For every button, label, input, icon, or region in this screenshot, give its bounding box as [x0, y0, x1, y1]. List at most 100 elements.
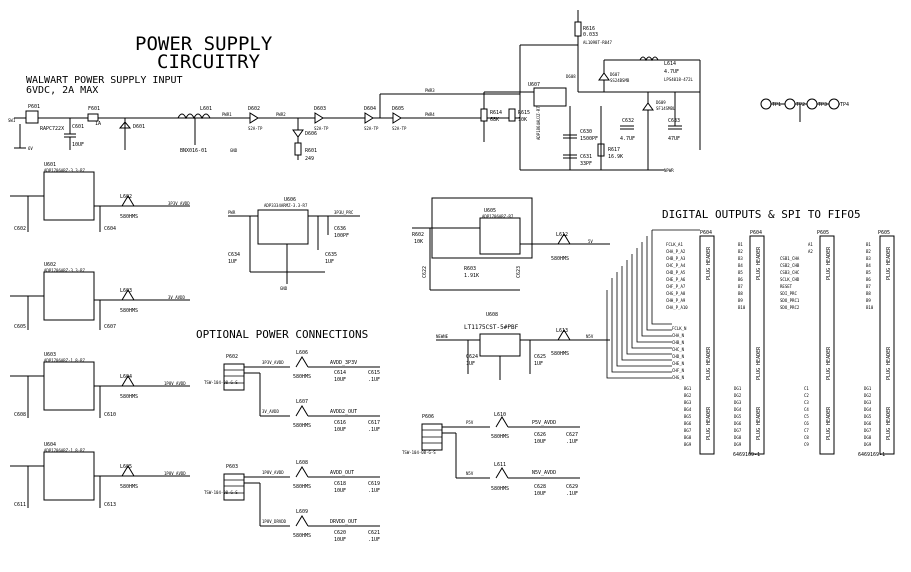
u602-part: ADP1706ARZ-3.3-R7	[44, 268, 86, 273]
net-b2: CHB_N	[672, 340, 685, 345]
p606-net-n5v: N5V	[466, 471, 474, 476]
pin-e7: C8	[804, 435, 809, 440]
net-b3: CHC_N	[672, 347, 685, 352]
l606-net-in: 3P3V_AVDD	[262, 360, 284, 365]
r603-val: 1.91K	[464, 273, 479, 279]
opt-row-l609: 1P8V_DRVDD L609 580HMS DRVDD_OUT C620 10…	[262, 509, 380, 543]
c625-label: C625	[534, 354, 546, 360]
c629-label: C629	[566, 484, 578, 490]
l602-val: 580HMS	[120, 214, 138, 220]
u606-label: U606	[284, 197, 296, 203]
c632-val: 4.7UF	[620, 136, 635, 142]
p604a-plug1: PLUG HEADER	[706, 246, 712, 280]
p602-part: TSW-104-08-G-S	[204, 380, 238, 385]
pin-e6: C7	[804, 428, 809, 433]
c631-label: C631	[580, 154, 592, 160]
l604-label: L604	[120, 374, 132, 380]
pin-g0: DG1	[734, 386, 742, 391]
r601-label: R601	[305, 148, 317, 154]
pin-pg7: DG8	[864, 435, 872, 440]
d602-label: D602	[248, 106, 260, 112]
pin-pd2: B3	[866, 256, 871, 261]
l609-net-in: 1P8V_DRVDD	[262, 519, 287, 524]
net-pwr4: PWR4	[425, 112, 435, 117]
p605b-body	[879, 235, 895, 455]
p604b-part: 6469169-1	[733, 452, 760, 458]
l608-label: L608	[296, 460, 308, 466]
l610-val: 580HMS	[491, 434, 509, 440]
r614-res	[480, 108, 488, 122]
r617-label: R617	[608, 147, 620, 153]
p604b-body	[749, 235, 765, 455]
pin-d0: B1	[738, 242, 743, 247]
c620-label: C620	[334, 530, 346, 536]
pin-d9: B10	[738, 305, 746, 310]
pin-pd4: B5	[866, 270, 871, 275]
u605-part: ADP1706ARZ-R7	[482, 214, 514, 219]
c630-label: C630	[580, 129, 592, 135]
p601-jack	[25, 110, 39, 124]
c621-label: C621	[368, 530, 380, 536]
pin-pg0: DG1	[864, 386, 872, 391]
pin-g2: DG3	[734, 400, 742, 405]
pin-pg4: DG5	[864, 414, 872, 419]
p603-header	[223, 473, 245, 501]
header-p604b: P604 PLUG HEADER PLUG HEADER PLUG HEADER…	[733, 230, 765, 458]
pin-c0: A1	[808, 242, 813, 247]
net-a4: CHD_P_A5	[666, 270, 686, 275]
c602-label: C602	[14, 226, 26, 232]
pin-d8: B9	[738, 298, 743, 303]
l608-net-in: 1P8V_AVDD	[262, 470, 284, 475]
net-c5: SDI_PRC	[780, 291, 797, 296]
pin-g5: DG6	[734, 421, 742, 426]
input-chain: P601 RAPC722X SW1 6V F601 1A C601 10UF D…	[8, 88, 520, 162]
ldo-u604: U604 ADP1706ARZ-1.8-R7 C611 C613 L605 58…	[10, 442, 190, 508]
u607-chip	[533, 87, 567, 107]
c632-label: C632	[622, 118, 634, 124]
c629-val: .1UF	[566, 491, 578, 497]
u603-net: 1P8V_AVDD	[164, 381, 186, 386]
pin-g8: DG9	[734, 442, 742, 447]
c635-val: 1UF	[325, 259, 334, 265]
l603-inductor	[121, 289, 135, 301]
pin-g1: DG2	[734, 393, 742, 398]
d603-diode	[314, 112, 324, 124]
net-pwr3: PWR3	[425, 88, 435, 93]
c628-val: 10UF	[534, 491, 546, 497]
c605-label: C605	[14, 324, 26, 330]
pin-bg5: BG6	[684, 421, 692, 426]
p604a-label: P604	[700, 230, 712, 236]
p604a-plug2: PLUG HEADER	[706, 346, 712, 380]
net-b6: CHF_N	[672, 368, 685, 373]
pin-pd5: B6	[866, 277, 871, 282]
c614-label: C614	[334, 370, 346, 376]
sw-label: SW1	[8, 118, 16, 123]
p605a-plug2: PLUG HEADER	[826, 346, 832, 380]
net-a8: CHH_P_A9	[666, 298, 686, 303]
title-power-supply: POWER SUPPLY	[135, 33, 273, 55]
pin-d5: B6	[738, 277, 743, 282]
v6-label: 6V	[28, 146, 33, 151]
l607-val: 580HMS	[293, 423, 311, 429]
d604-label: D604	[364, 106, 376, 112]
net-b1: CHA_N	[672, 333, 685, 338]
title-digital-outputs: DIGITAL OUTPUTS & SPI TO FIFO5	[662, 208, 861, 221]
p606-part: TSW-104-08-G-S	[402, 450, 436, 455]
d607-part: SS24BSMB	[610, 78, 630, 83]
r601-val: 249	[305, 156, 314, 162]
net-a9: CHA_P_A10	[666, 305, 688, 310]
p604b-label: P604	[750, 230, 762, 236]
c616-label: C616	[334, 420, 346, 426]
c626-val: 10UF	[534, 439, 546, 445]
l611-val: 580HMS	[491, 486, 509, 492]
l613-label: L613	[556, 328, 568, 334]
c633-label: C633	[668, 118, 680, 124]
d602-part: S2A-TP	[248, 126, 263, 131]
tp1-label: TP1	[772, 102, 781, 108]
u604-chip	[43, 451, 95, 501]
c620-val: 10UF	[334, 537, 346, 543]
l609-label: L609	[296, 509, 308, 515]
header-p605a: P605 PLUG HEADER PLUG HEADER PLUG HEADER…	[780, 230, 835, 455]
l607-label: L607	[296, 399, 308, 405]
